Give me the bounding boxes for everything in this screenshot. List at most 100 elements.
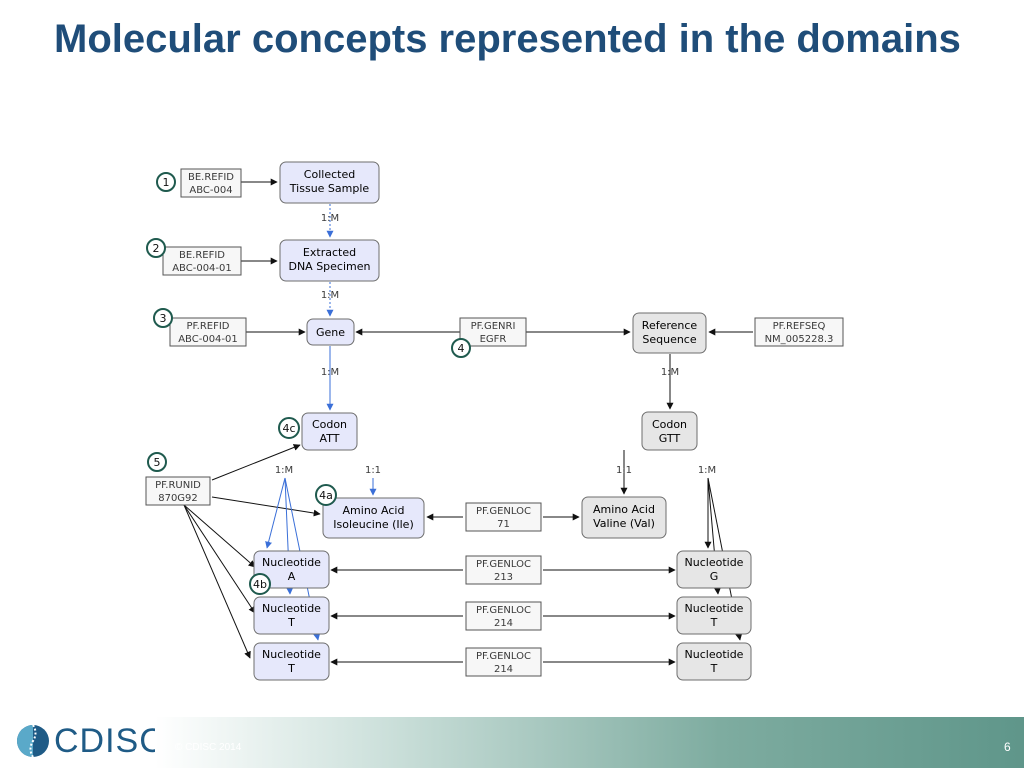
- cardinality-label: 1:M: [321, 367, 339, 378]
- cardinality-labels: 1:M 1:M 1:M 1:M 1:M 1:1 1:1 1:M: [275, 213, 716, 476]
- svg-text:PF.GENRI: PF.GENRI: [471, 321, 516, 332]
- badge-1: 1: [156, 172, 176, 192]
- svg-text:T: T: [287, 662, 295, 675]
- svg-text:71: 71: [497, 519, 510, 530]
- svg-text:4b: 4b: [253, 578, 267, 591]
- svg-text:T: T: [710, 616, 718, 629]
- svg-text:A: A: [288, 570, 296, 583]
- node-nucleotide-a: Nucleotide A: [253, 550, 330, 589]
- svg-text:ATT: ATT: [320, 432, 340, 445]
- cardinality-label: 1:M: [661, 367, 679, 378]
- node-codon-att: Codon ATT: [301, 412, 358, 451]
- cardinality-label: 1:M: [275, 465, 293, 476]
- svg-text:214: 214: [494, 664, 513, 675]
- cardinality-label: 1:1: [365, 465, 381, 476]
- slide-title: Molecular concepts represented in the do…: [54, 17, 961, 61]
- svg-text:3: 3: [160, 312, 167, 325]
- cardinality-label: 1:M: [698, 465, 716, 476]
- node-gene: Gene: [306, 318, 355, 346]
- svg-text:T: T: [287, 616, 295, 629]
- svg-text:PF.REFID: PF.REFID: [186, 321, 229, 332]
- svg-text:Nucleotide: Nucleotide: [685, 556, 744, 569]
- edge-runid-nuc-t2: [183, 504, 251, 659]
- node-extracted-dna-specimen: Extracted DNA Specimen: [279, 239, 380, 282]
- cardinality-label: 1:M: [321, 213, 339, 224]
- svg-text:PF.GENLOC: PF.GENLOC: [476, 506, 531, 517]
- node-reference-sequence: Reference Sequence: [632, 312, 707, 354]
- ref-pf-genloc-214a: PF.GENLOC 214: [465, 601, 542, 631]
- badge-4c: 4c: [278, 417, 300, 439]
- footer-band: © CDISC 2014 6: [155, 717, 1024, 768]
- ref-pf-runid: PF.RUNID 870G92: [145, 476, 211, 506]
- badge-4a: 4a: [315, 484, 337, 506]
- node-codon-gtt: Codon GTT: [641, 411, 698, 451]
- svg-text:BE.REFID: BE.REFID: [188, 172, 234, 183]
- svg-text:ABC-004: ABC-004: [189, 185, 232, 196]
- svg-text:1: 1: [163, 176, 170, 189]
- edge-codon-att-a: [265, 477, 286, 549]
- svg-text:PF.GENLOC: PF.GENLOC: [476, 651, 531, 662]
- svg-text:213: 213: [494, 572, 513, 583]
- svg-text:G: G: [710, 570, 719, 583]
- node-nucleotide-t4: Nucleotide T: [676, 642, 752, 681]
- svg-text:5: 5: [154, 456, 161, 469]
- node-amino-acid-valine: Amino Acid Valine (Val): [581, 496, 667, 539]
- numbered-badges: 1 2 3 4 4c 5 4a 4b: [146, 172, 471, 595]
- svg-text:4c: 4c: [282, 422, 295, 435]
- node-amino-acid-isoleucine: Amino Acid Isoleucine (Ile): [322, 497, 425, 539]
- svg-text:ABC-004-01: ABC-004-01: [172, 263, 232, 274]
- svg-text:DNA Specimen: DNA Specimen: [288, 260, 370, 273]
- svg-text:GTT: GTT: [659, 432, 681, 445]
- cdisc-logo-mark-icon: [17, 724, 49, 758]
- svg-text:ABC-004-01: ABC-004-01: [178, 334, 238, 345]
- svg-text:Sequence: Sequence: [642, 333, 696, 346]
- badge-4b: 4b: [249, 573, 271, 595]
- svg-text:Collected: Collected: [304, 168, 355, 181]
- edge-runid-nuc-a: [183, 504, 256, 568]
- badge-5: 5: [147, 452, 167, 472]
- svg-text:Valine (Val): Valine (Val): [593, 517, 655, 530]
- svg-text:EGFR: EGFR: [480, 334, 507, 345]
- svg-text:Nucleotide: Nucleotide: [685, 602, 744, 615]
- ref-pf-genloc-214b: PF.GENLOC 214: [465, 647, 542, 677]
- svg-text:PF.GENLOC: PF.GENLOC: [476, 605, 531, 616]
- svg-text:Isoleucine (Ile): Isoleucine (Ile): [333, 518, 414, 531]
- svg-text:870G92: 870G92: [158, 493, 198, 504]
- svg-text:214: 214: [494, 618, 513, 629]
- svg-text:Nucleotide: Nucleotide: [685, 648, 744, 661]
- node-nucleotide-t3: Nucleotide T: [676, 596, 752, 635]
- edge-runid-nuc-t1: [183, 504, 256, 614]
- svg-text:Tissue Sample: Tissue Sample: [289, 182, 370, 195]
- svg-text:Codon: Codon: [312, 418, 347, 431]
- svg-text:NM_005228.3: NM_005228.3: [765, 334, 834, 345]
- cdisc-logo: CDISC®: [16, 721, 171, 761]
- ref-pf-genloc-71: PF.GENLOC 71: [465, 502, 542, 532]
- cdisc-logo-text: CDISC®: [54, 722, 171, 760]
- edge-runid-codon-att: [211, 444, 301, 481]
- node-collected-tissue-sample: Collected Tissue Sample: [279, 161, 380, 204]
- footer-copyright: © CDISC 2014: [175, 742, 242, 753]
- svg-text:Codon: Codon: [652, 418, 687, 431]
- concept-nodes: Collected Tissue Sample Extracted DNA Sp…: [253, 161, 752, 681]
- cardinality-label: 1:M: [321, 290, 339, 301]
- cardinality-label: 1:1: [616, 465, 632, 476]
- connectors-black: [183, 178, 753, 666]
- svg-text:Amino Acid: Amino Acid: [593, 503, 655, 516]
- ref-pf-refseq: PF.REFSEQ NM_005228.3: [754, 317, 844, 347]
- edge-runid-ile: [211, 496, 321, 517]
- node-nucleotide-g: Nucleotide G: [676, 550, 752, 589]
- ref-be-refid-1: BE.REFID ABC-004: [180, 168, 242, 198]
- node-nucleotide-t1: Nucleotide T: [253, 596, 330, 635]
- badge-3: 3: [153, 308, 173, 328]
- ref-pf-refid: PF.REFID ABC-004-01: [169, 317, 247, 347]
- svg-text:Reference: Reference: [642, 319, 698, 332]
- svg-text:Nucleotide: Nucleotide: [262, 602, 321, 615]
- ref-be-refid-2: BE.REFID ABC-004-01: [162, 246, 242, 276]
- badge-2: 2: [146, 238, 166, 258]
- ref-pf-genloc-213: PF.GENLOC 213: [465, 555, 542, 585]
- svg-text:Nucleotide: Nucleotide: [262, 556, 321, 569]
- slide-footer: CDISC® © CDISC 2014 6: [0, 717, 1024, 768]
- reference-cards: BE.REFID ABC-004 BE.REFID ABC-004-01 PF.…: [145, 168, 844, 677]
- svg-text:PF.REFSEQ: PF.REFSEQ: [773, 321, 826, 332]
- svg-text:T: T: [710, 662, 718, 675]
